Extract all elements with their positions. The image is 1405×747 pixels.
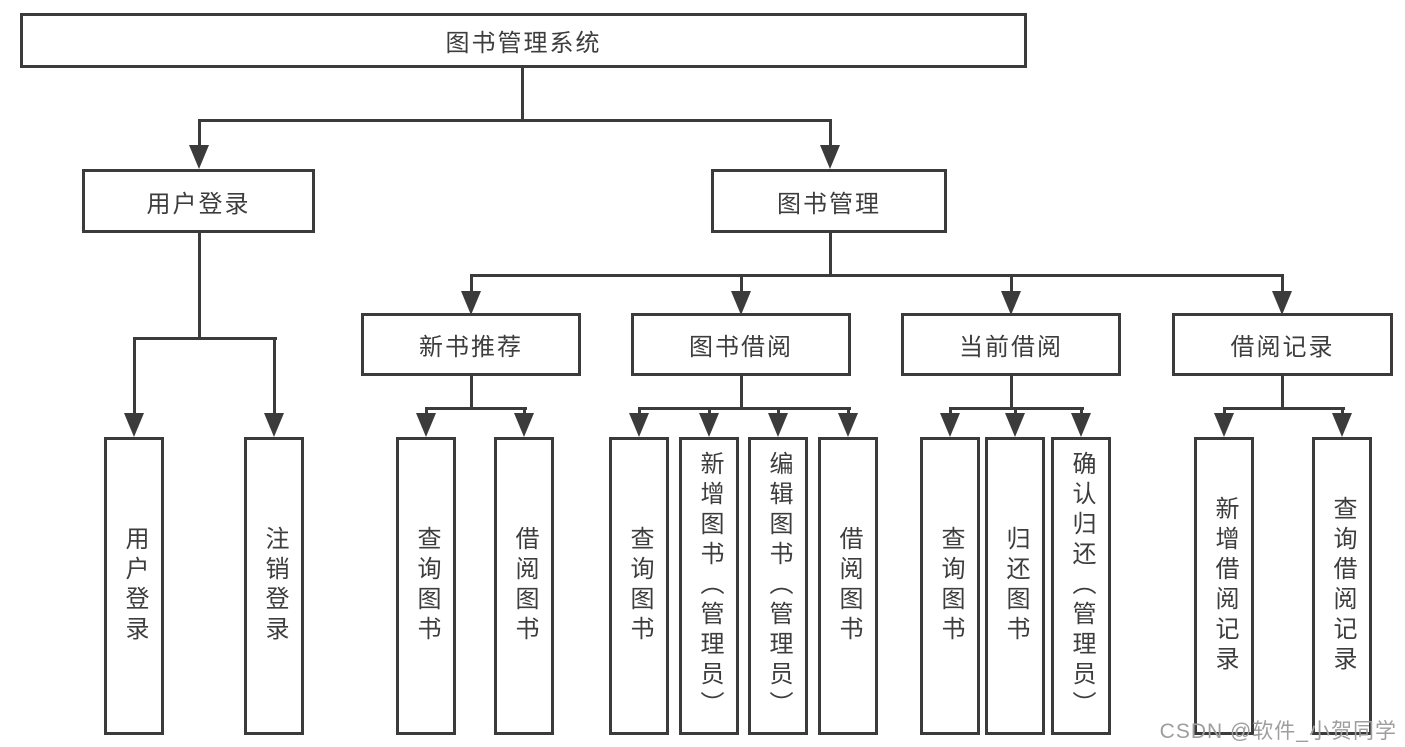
arrow-down-icon — [1214, 413, 1234, 437]
arrow-down-icon — [838, 413, 858, 437]
node-book-management: 图书管理 — [711, 169, 947, 233]
arrow-down-icon — [1071, 413, 1091, 437]
leaf-add-books-admin-label: 新增图书（管理员） — [696, 451, 723, 721]
leaf-query-books-current: 查询图书 — [920, 437, 980, 735]
arrow-down-icon — [820, 145, 840, 169]
connector-line — [829, 233, 832, 276]
arrow-down-icon — [940, 413, 960, 437]
arrow-down-icon — [1005, 413, 1025, 437]
leaf-query-borrow-record-label: 查询借阅记录 — [1329, 496, 1356, 676]
leaf-borrow-books-recommend-label: 借阅图书 — [511, 526, 538, 646]
arrow-down-icon — [416, 413, 436, 437]
node-borrowing-records: 借阅记录 — [1172, 313, 1393, 376]
node-user-login: 用户登录 — [82, 169, 315, 233]
node-book-borrowing-label: 图书借阅 — [689, 334, 793, 361]
leaf-confirm-return-admin: 确认归还（管理员） — [1051, 437, 1111, 735]
connector-line — [133, 337, 136, 415]
connector-line — [198, 233, 201, 339]
connector-line — [1281, 274, 1284, 294]
leaf-borrow-books-label: 借阅图书 — [835, 526, 862, 646]
connector-line — [740, 274, 743, 294]
connector-line — [198, 119, 832, 122]
connector-line — [1010, 274, 1013, 294]
leaf-user-login-label: 用户登录 — [121, 526, 148, 646]
connector-line — [1223, 407, 1345, 410]
connector-line — [521, 68, 524, 120]
leaf-logout: 注销登录 — [244, 437, 304, 735]
connector-line — [740, 376, 743, 409]
arrow-down-icon — [1332, 413, 1352, 437]
arrow-down-icon — [629, 413, 649, 437]
node-new-book-recommend: 新书推荐 — [361, 313, 581, 376]
connector-line — [198, 119, 201, 149]
node-library-system-label: 图书管理系统 — [445, 30, 602, 57]
connector-line — [133, 337, 277, 340]
leaf-query-books-current-label: 查询图书 — [937, 526, 964, 646]
connector-line — [470, 274, 473, 294]
leaf-return-books-label: 归还图书 — [1002, 526, 1029, 646]
connector-line — [1010, 376, 1013, 409]
node-new-book-recommend-label: 新书推荐 — [419, 334, 523, 361]
connector-line — [425, 407, 527, 410]
arrow-down-icon — [768, 413, 788, 437]
leaf-query-books-recommend: 查询图书 — [396, 437, 456, 735]
connector-line — [273, 337, 276, 415]
leaf-add-books-admin: 新增图书（管理员） — [679, 437, 739, 735]
leaf-user-login: 用户登录 — [104, 437, 164, 735]
arrow-down-icon — [731, 291, 751, 315]
arrow-down-icon — [124, 413, 144, 437]
leaf-query-borrow-record: 查询借阅记录 — [1312, 437, 1372, 735]
connector-line — [829, 119, 832, 149]
arrow-down-icon — [514, 413, 534, 437]
arrow-down-icon — [1001, 291, 1021, 315]
leaf-query-books-borrowing-label: 查询图书 — [626, 526, 653, 646]
leaf-logout-label: 注销登录 — [261, 526, 288, 646]
leaf-confirm-return-admin-label: 确认归还（管理员） — [1068, 451, 1095, 721]
arrow-down-icon — [1272, 291, 1292, 315]
node-current-borrowing-label: 当前借阅 — [959, 334, 1063, 361]
arrow-down-icon — [461, 291, 481, 315]
arrow-down-icon — [699, 413, 719, 437]
leaf-return-books: 归还图书 — [985, 437, 1045, 735]
leaf-borrow-books: 借阅图书 — [818, 437, 878, 735]
leaf-add-borrow-record-label: 新增借阅记录 — [1211, 496, 1238, 676]
leaf-edit-books-admin: 编辑图书（管理员） — [748, 437, 808, 735]
arrow-down-icon — [189, 145, 209, 169]
node-book-management-label: 图书管理 — [777, 190, 881, 218]
leaf-query-books-recommend-label: 查询图书 — [413, 526, 440, 646]
connector-line — [470, 274, 1284, 277]
leaf-add-borrow-record: 新增借阅记录 — [1194, 437, 1254, 735]
node-user-login-label: 用户登录 — [146, 190, 251, 218]
watermark: CSDN @软件_小贺同学 — [1159, 720, 1397, 743]
leaf-edit-books-admin-label: 编辑图书（管理员） — [765, 451, 792, 721]
node-library-system: 图书管理系统 — [20, 13, 1027, 68]
node-borrowing-records-label: 借阅记录 — [1230, 334, 1335, 361]
arrow-down-icon — [264, 413, 284, 437]
connector-line — [638, 407, 851, 410]
leaf-borrow-books-recommend: 借阅图书 — [494, 437, 554, 735]
connector-line — [1281, 376, 1284, 409]
leaf-query-books-borrowing: 查询图书 — [609, 437, 669, 735]
node-book-borrowing: 图书借阅 — [631, 313, 851, 376]
connector-line — [470, 376, 473, 409]
node-current-borrowing: 当前借阅 — [901, 313, 1121, 376]
